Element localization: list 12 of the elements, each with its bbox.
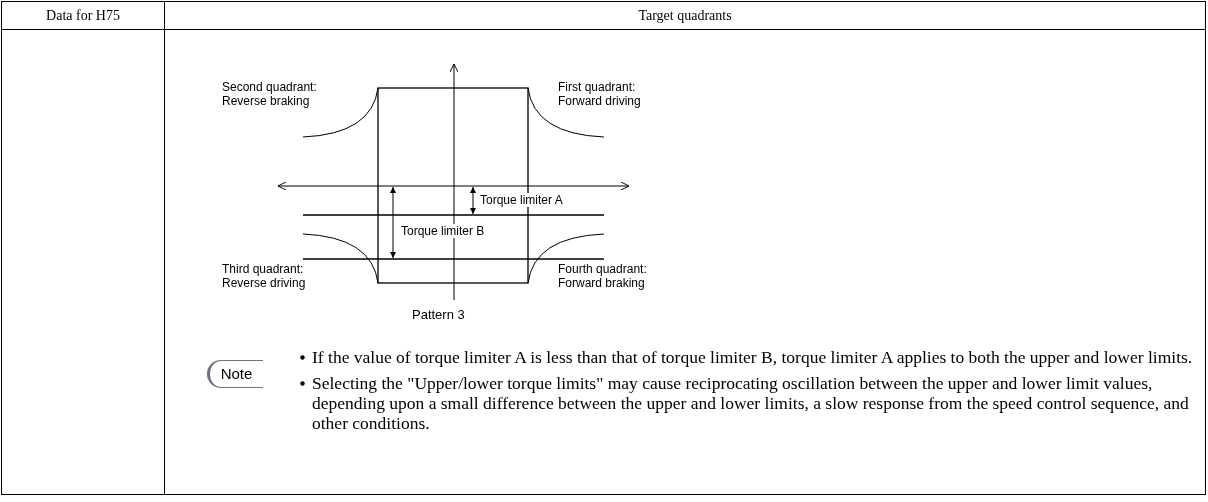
note-icon: Note: [207, 360, 263, 388]
quadrant-label: Third quadrant: Reverse driving: [222, 262, 307, 290]
quadrant-label: Second quadrant: Reverse braking: [222, 80, 318, 108]
torque-limit-label: Torque limiter B: [401, 224, 485, 238]
pattern-caption: Pattern 3: [412, 307, 465, 322]
column-header: Target quadrants: [637, 7, 733, 25]
torque-limit-label: Torque limiter A: [480, 193, 563, 207]
quadrant-label: Fourth quadrant: Forward braking: [558, 262, 648, 290]
quadrant-label: First quadrant: Forward driving: [558, 80, 642, 108]
note-text: If the value of torque limiter A is less than that of torque limiter B, torque limiter A applies to both the upper and lower limits.: [312, 347, 1193, 367]
column-header: Data for H75: [45, 7, 121, 25]
note-text: Selecting the "Upper/lower torque limits" may cause reciprocating oscillation between the upper and lower limit values, depending upon a small difference between the upper and lower limits, a slow response from the speed control sequence, and other conditions.: [312, 373, 1190, 433]
